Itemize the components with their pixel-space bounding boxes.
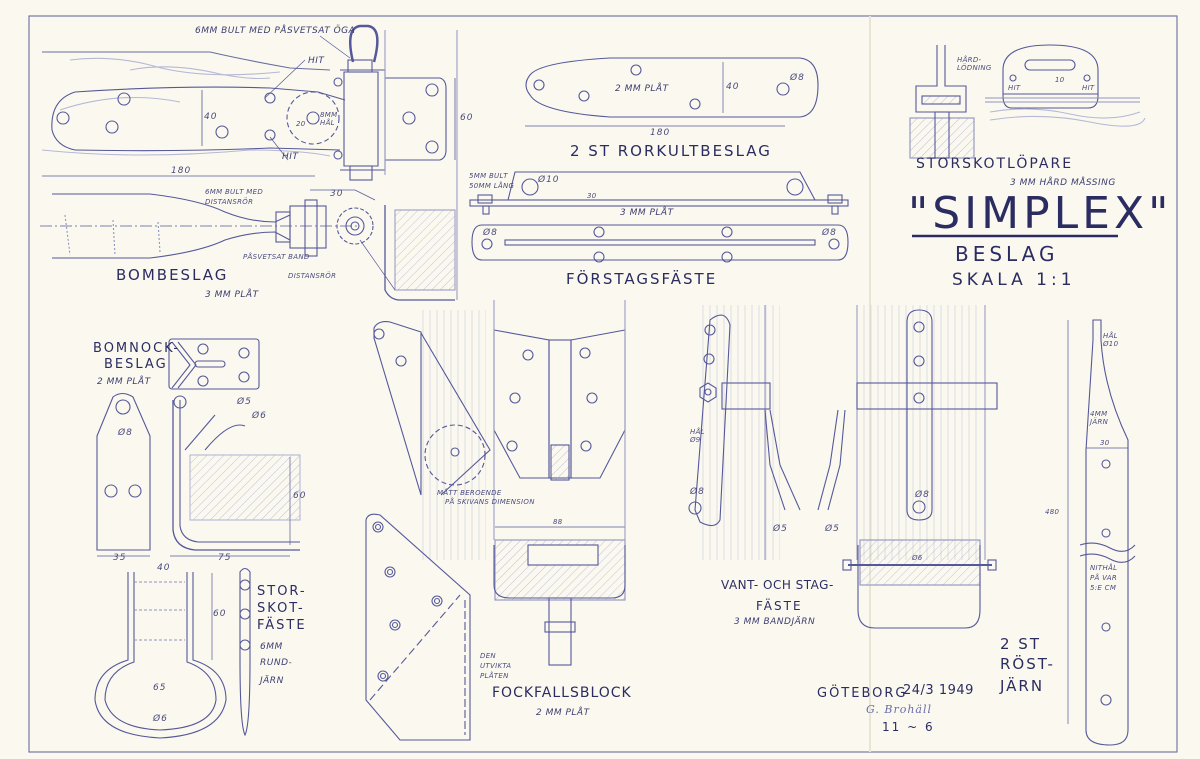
rostjarn-hole-note: HÅL Ø10 [1103,332,1119,348]
rostjarn-material: 4MM JÄRN [1090,410,1109,426]
storskotfaste-height-dim: 60 [213,609,227,619]
fockfall-unfold-note-1: DEN [480,652,496,660]
rorkult-length-dim: 180 [650,128,671,138]
bombeslag-radius-dim: 20 [296,120,306,128]
storskotfaste-material-3: JÄRN [260,676,284,686]
bomnock-height-dim: 60 [293,491,307,501]
forstag-title: FÖRSTAGSFÄSTE [566,270,718,288]
rostjarn-title-2: RÖST- [1000,655,1055,673]
rorkult-material: 2 MM PLÅT [615,84,669,94]
storskotfaste-title-1: STOR- [257,584,307,599]
date-label: 24/3 1949 [903,683,974,698]
vant-material: 3 MM BANDJÄRN [734,617,816,627]
bomnock-hole-dim: Ø8 [118,428,133,438]
forstag-material: 3 MM PLÅT [620,208,674,218]
bombeslag-hit-bottom: HIT [282,152,299,162]
bombeslag-title: BOMBESLAG [116,266,229,284]
storskotfaste-rod-dim: Ø6 [153,714,168,724]
forstag-right-hole-dim: Ø8 [822,228,837,238]
storskotlopare-slot-dim: 10 [1055,76,1065,84]
bombeslag-spacer-note: DISTANSRÖR [288,272,337,280]
rostjarn-width-dim: 30 [1100,439,1110,447]
fockfall-unfold-note-3: PLÅTEN [480,672,509,680]
sheet-border [28,15,1178,753]
rostjarn-rivet-note-1: NITHÅL [1090,564,1118,572]
storskotfaste-title-2: SKOT- [257,601,305,616]
scale-label: SKALA 1:1 [952,270,1076,290]
bombeslag-hit-top: HIT [308,56,325,66]
storskotfaste-material-1: 6MM [260,642,283,652]
fockfall-measure-note-1: MÅTT BEROENDE [437,489,502,497]
bomnock-drawing [96,338,301,557]
bomnock-width-dim: 35 [113,553,127,563]
bombeslag-hole-note: 8MM HÅL [320,111,338,127]
storskotfaste-ring-dim: 65 [153,683,167,693]
bombeslag-width-dim: 40 [204,112,218,122]
bomnock-pin6-dim: Ø6 [252,411,267,421]
vant-title-2: FÄSTE [756,599,803,613]
bomnock-material: 2 MM PLÅT [97,377,151,387]
storskotfaste-material-2: RUND- [260,658,293,668]
signature: G. Brohäll [866,703,933,716]
fockfall-width-dim: 88 [553,518,563,526]
bombeslag-side-view [40,189,456,301]
vant-right-hole-dim: Ø8 [915,490,930,500]
vant-left-hole-dim: Ø8 [690,487,705,497]
vant-bolt-dim: Ø6 [912,554,923,562]
forstag-bolt-length-note: 50MM LÅNG [469,182,515,190]
bombeslag-length-dim: 180 [171,166,192,176]
rostjarn-title-1: 2 ST [1000,635,1041,653]
storskotlopare-hit-left: HIT [1008,84,1021,92]
forstag-drawing [469,171,849,263]
place-label: GÖTEBORG [817,686,908,701]
sheet-number: 11 ~ 6 [882,720,935,734]
bomnock-pin5-dim: Ø5 [237,397,252,407]
vant-drawing [688,305,998,629]
rostjarn-length-dim: 480 [1045,508,1060,516]
fockfall-measure-note-2: PÅ SKIVANS DIMENSION [445,498,535,506]
bombeslag-offset-dim: 30 [330,189,344,199]
rostjarn-title-3: JÄRN [1000,677,1045,695]
rorkult-title: 2 ST RORKULTBESLAG [570,142,772,160]
storskotfaste-title-3: FÄSTE [257,618,307,633]
rorkult-drawing [525,57,819,127]
vant-hole-note: HÅL Ø9 [690,428,705,444]
storskotfaste-drawing [94,567,251,739]
fockfall-material: 2 MM PLÅT [536,708,590,718]
bombeslag-height-dim: 60 [460,113,474,123]
fockfall-title: FOCKFALLSBLOCK [492,685,632,701]
bomnock-title-1: BOMNOCK- [93,341,181,356]
bombeslag-material: 3 MM PLÅT [205,290,259,300]
storskotlopare-hit-right: HIT [1082,84,1095,92]
rostjarn-rivet-note-2: PÅ VAR [1090,574,1118,582]
main-title: "SIMPLEX" [908,188,1173,239]
forstag-bolt-note: 5MM BULT [469,172,508,180]
bomnock-title-2: BESLAG [104,357,168,372]
forstag-hole-dim: Ø10 [538,175,560,185]
storskotlopare-title: STORSKOTLÖPARE [916,156,1074,172]
fockfall-drawing [365,300,626,741]
storskotlopare-drawing [909,44,1146,159]
bombeslag-bolt-eye-note: 6MM BULT MED PÅSVETSAT ÖGA [195,26,356,36]
storskotlopare-solder-note: HÅRD-LÖDNING [957,56,992,72]
forstag-left-hole-dim: Ø8 [483,228,498,238]
rorkult-width-dim: 40 [726,82,740,92]
vant-title-1: VANT- OCH STAG- [721,578,834,592]
fockfall-unfold-note-2: UTVIKTA [480,662,512,670]
vant-right-pin-dim: Ø5 [825,524,840,534]
rostjarn-drawing [1067,319,1136,746]
bomnock-depth-dim: 75 [218,553,232,563]
forstag-spacing-dim: 30 [587,192,597,200]
rostjarn-rivet-note-3: 5:E CM [1090,584,1117,592]
storskotlopare-material: 3 MM HÅRD MÅSSING [1010,178,1116,188]
rorkult-hole-dim: Ø8 [790,73,805,83]
vant-left-pin-dim: Ø5 [773,524,788,534]
bombeslag-band-note: PÅSVETSAT BAND [243,253,310,261]
subtitle: BESLAG [955,242,1059,266]
bombeslag-top-view [41,24,458,300]
bombeslag-bolt-tube-note: 6MM BULT MED DISTANSRÖR [205,188,264,206]
storskotfaste-width-dim: 40 [157,563,171,573]
